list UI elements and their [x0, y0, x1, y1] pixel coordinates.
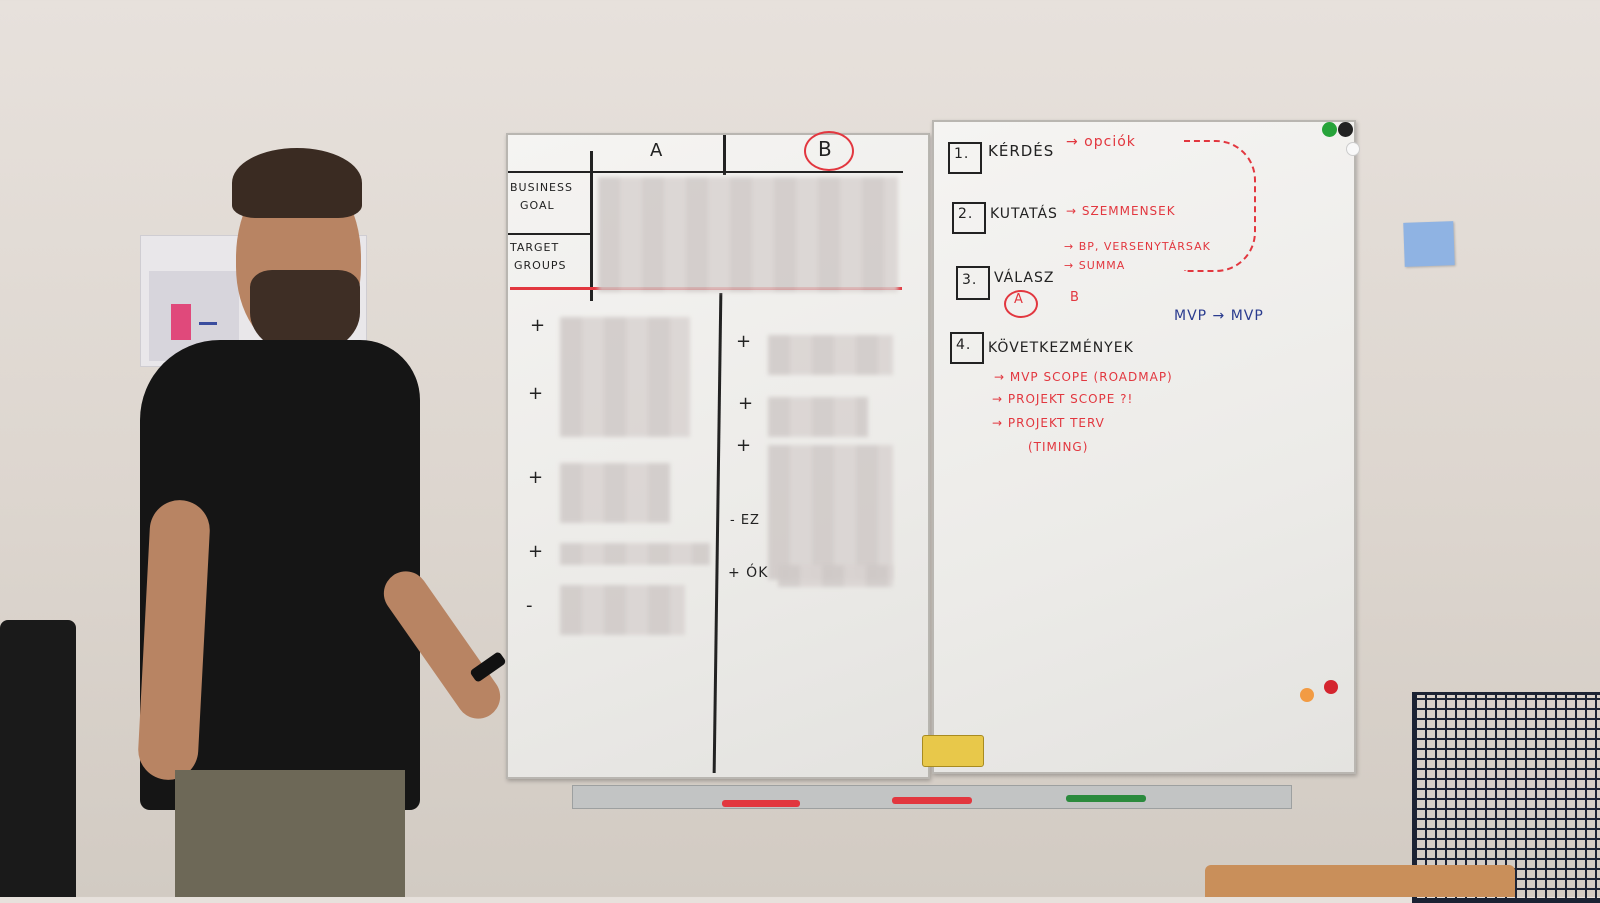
table-col-divider-1 — [590, 151, 593, 301]
left-whiteboard: A B BUSINESS GOAL TARGET GROUPS + + + + … — [506, 131, 930, 779]
table-top-line — [508, 171, 903, 173]
table-row-line — [508, 233, 593, 235]
column-a-header: A — [650, 140, 664, 161]
bullet-right-5: + ÓK — [728, 565, 769, 581]
sticky-note[interactable] — [1403, 221, 1455, 267]
column-b-header: B — [818, 137, 833, 161]
magnet-orange[interactable] — [1300, 688, 1314, 702]
row-business-line1: BUSINESS — [510, 181, 573, 194]
step1-box — [948, 142, 982, 174]
option-a: A — [1014, 292, 1024, 307]
step3-number: 3. — [962, 272, 978, 288]
magnet-black[interactable] — [1338, 122, 1353, 137]
magnet-green[interactable] — [1322, 122, 1337, 137]
bullet-left-1: + — [530, 315, 547, 336]
row-business-line2: GOAL — [520, 199, 555, 212]
bullet-left-2: + — [528, 383, 545, 404]
option-b: B — [1070, 290, 1080, 305]
magnet-red[interactable] — [1324, 680, 1338, 694]
table-col-divider-2 — [723, 135, 726, 175]
bullet-right-3: + — [736, 435, 753, 456]
bullet-right-2: + — [738, 393, 755, 414]
bullet-left-4: + — [528, 541, 545, 562]
step1-label: KÉRDÉS — [988, 142, 1055, 160]
dashed-loop — [1184, 140, 1256, 272]
office-chair — [0, 620, 76, 897]
blurred-left-col-4 — [560, 585, 685, 635]
blurred-left-col-1 — [560, 317, 690, 437]
poster-pink-block — [171, 304, 191, 340]
whiteboard-eraser[interactable] — [922, 735, 984, 767]
step2-label: KUTATÁS — [990, 206, 1058, 222]
blurred-right-col-4 — [778, 565, 893, 587]
step4-box — [950, 332, 984, 364]
red-marker-1[interactable] — [722, 800, 800, 807]
blurred-right-col-1 — [768, 335, 893, 375]
blurred-left-col-2 — [560, 463, 670, 523]
red-marker-2[interactable] — [892, 797, 972, 804]
blurred-table-content — [598, 177, 898, 292]
green-marker[interactable] — [1066, 795, 1146, 802]
blurred-right-col-3 — [768, 445, 893, 580]
step3-box — [956, 266, 990, 300]
step4-label: KÖVETKEZMÉNYEK — [988, 340, 1134, 356]
right-whiteboard: 1. KÉRDÉS → opciók 2. KUTATÁS → SZEMMENS… — [932, 120, 1360, 774]
bullet-right-4: - EZ — [730, 513, 760, 528]
mvp-note: MVP → MVP — [1174, 308, 1264, 324]
bullet-right-1: + — [736, 331, 753, 352]
blurred-right-col-2 — [768, 397, 868, 437]
step4-item-3: → PROJEKT TERV — [992, 416, 1105, 430]
step1-options: → opciók — [1066, 134, 1136, 150]
step2-result: → SZEMMENSEK — [1066, 204, 1176, 218]
step2-sub-2: → SUMMA — [1064, 259, 1126, 272]
step4-item-2: → PROJEKT SCOPE ?! — [992, 392, 1134, 406]
step4-item-1: → MVP SCOPE (ROADMAP) — [994, 370, 1173, 384]
magnet-white[interactable] — [1346, 142, 1360, 156]
bullet-left-3: + — [528, 467, 545, 488]
step4-item-4: (TIMING) — [1028, 440, 1089, 454]
row-target-line2: GROUPS — [514, 259, 567, 272]
step2-sub-1: → BP, VERSENYTÁRSAK — [1064, 240, 1211, 253]
step2-number: 2. — [958, 206, 974, 222]
option-a-circle — [1004, 290, 1038, 318]
wooden-chair — [1205, 865, 1515, 897]
step3-label: VÁLASZ — [994, 270, 1055, 286]
person-pants — [175, 770, 405, 897]
person-hair — [232, 148, 362, 218]
poster-blue-line — [199, 322, 217, 325]
step4-number: 4. — [956, 337, 972, 353]
step1-number: 1. — [954, 146, 970, 162]
step2-box — [952, 202, 986, 234]
bullet-left-5: - — [526, 595, 534, 616]
center-vertical-line — [712, 293, 723, 773]
blurred-left-col-3 — [560, 543, 710, 565]
column-b-circle — [804, 131, 854, 171]
row-target-line1: TARGET — [510, 241, 560, 254]
